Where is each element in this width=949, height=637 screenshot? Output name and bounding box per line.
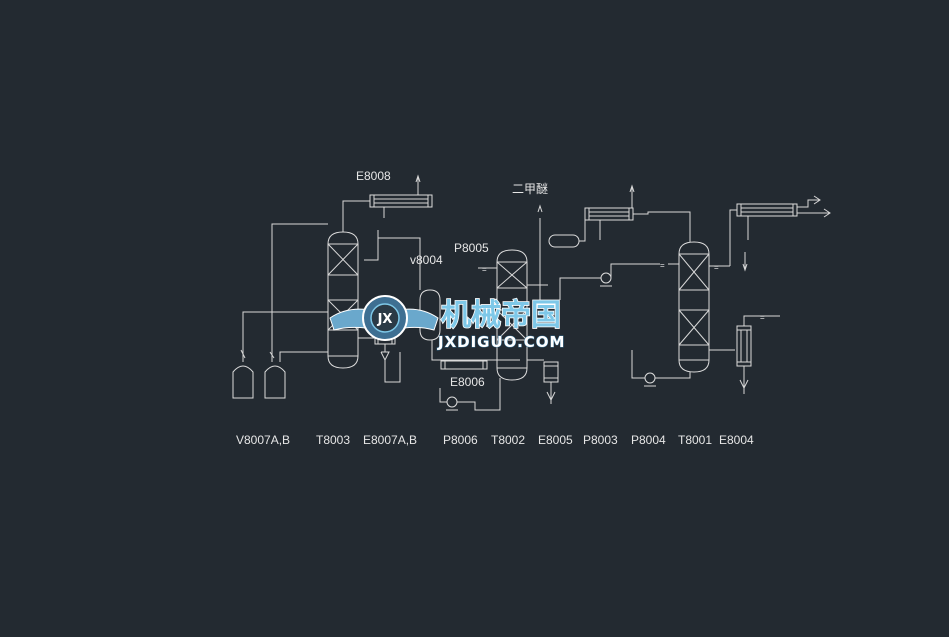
reboiler-e8005	[527, 359, 559, 404]
label-t8003: T8003	[316, 433, 350, 447]
condenser-top-right	[729, 195, 831, 272]
bottom-label-row: V8007A,B T8003 E8007A,B P8006 T8002 E800…	[236, 433, 754, 447]
label-t8002: T8002	[491, 433, 525, 447]
watermark-en: JXDIGUO.COM	[437, 333, 565, 351]
svg-text:=: =	[660, 261, 665, 270]
label-e8005: E8005	[538, 433, 573, 447]
label-dme: 二甲醚	[512, 182, 548, 196]
vessel-v8004: v8004	[378, 237, 520, 361]
label-p8004: P8004	[631, 433, 666, 447]
column-t8003	[327, 231, 359, 369]
storage-tank-v8007b	[264, 365, 286, 399]
label-p8003: P8003	[583, 433, 618, 447]
tag-v8004: v8004	[410, 253, 443, 267]
tag-e8008: E8008	[356, 169, 391, 183]
pump-p8003: =	[559, 261, 679, 300]
label-t8001: T8001	[678, 433, 712, 447]
watermark-cn: 机械帝国	[441, 298, 561, 333]
column-t8002: P8005 =	[454, 241, 548, 381]
exchanger-e8004: =	[736, 313, 780, 394]
label-e8007ab: E8007A,B	[363, 433, 417, 447]
watermark-logo: JX 机械帝国 JXDIGUO.COM	[329, 295, 565, 351]
tag-p8005: P8005	[454, 241, 489, 255]
label-p8006: P8006	[443, 433, 478, 447]
label-v8007ab: V8007A,B	[236, 433, 290, 447]
condenser-e8008: E8008	[342, 169, 433, 232]
pump-p8004	[631, 350, 691, 387]
pump-p8006	[439, 378, 501, 411]
storage-tank-v8007a	[232, 365, 254, 399]
dme-product-drum: 二甲醚	[512, 182, 586, 300]
svg-text:=: =	[760, 313, 765, 322]
label-e8004: E8004	[719, 433, 754, 447]
svg-text:=: =	[482, 265, 487, 274]
exchanger-e8006: E8006	[440, 360, 488, 389]
tag-e8006: E8006	[450, 375, 485, 389]
svg-text:=: =	[714, 263, 719, 272]
watermark-badge: JX	[377, 312, 393, 327]
tank-feed-lines	[240, 223, 328, 362]
condenser-upper-middle	[584, 184, 691, 242]
column-t8001: =	[678, 241, 735, 373]
